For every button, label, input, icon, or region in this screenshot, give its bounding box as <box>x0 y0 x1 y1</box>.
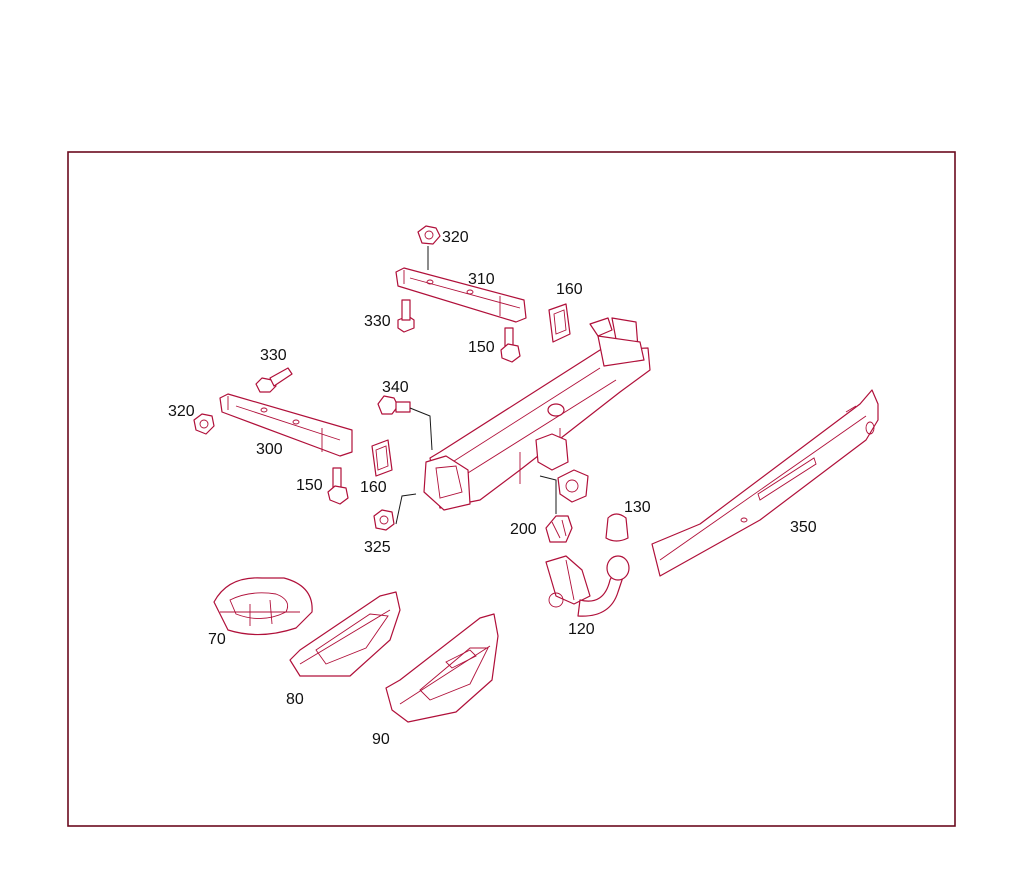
label-120: 120 <box>568 621 595 638</box>
label-80: 80 <box>286 691 304 708</box>
label-160-top: 160 <box>556 281 583 298</box>
label-325: 325 <box>364 539 391 556</box>
part-150-bolt-left[interactable] <box>327 467 349 505</box>
part-socket-housing[interactable] <box>557 469 589 503</box>
label-130: 130 <box>624 499 651 516</box>
part-310-side-member[interactable] <box>395 267 527 323</box>
part-160-bracket-top[interactable] <box>548 303 571 343</box>
part-80-tray[interactable] <box>289 591 401 677</box>
part-150-bolt-top[interactable] <box>500 327 521 363</box>
part-200-socket[interactable] <box>545 515 573 543</box>
label-90: 90 <box>372 731 390 748</box>
part-320-nut-top[interactable] <box>417 225 441 245</box>
label-70: 70 <box>208 631 226 648</box>
label-300: 300 <box>256 441 283 458</box>
part-120-tow-ball[interactable] <box>545 555 630 617</box>
leader-socket <box>539 475 557 514</box>
label-320-top: 320 <box>442 229 469 246</box>
leader-325 <box>395 493 417 525</box>
label-330-top: 330 <box>364 313 391 330</box>
label-150-top: 150 <box>468 339 495 356</box>
part-300-side-member[interactable] <box>219 393 353 457</box>
leader-340 <box>409 407 433 451</box>
label-310: 310 <box>468 271 495 288</box>
label-160-left: 160 <box>360 479 387 496</box>
part-330-bolt-left[interactable] <box>255 367 293 393</box>
part-cross-member[interactable] <box>423 317 651 511</box>
part-160-bracket-left[interactable] <box>371 439 393 477</box>
part-90-cover[interactable] <box>385 613 499 723</box>
diagram-frame <box>67 151 956 827</box>
part-325-nut[interactable] <box>373 509 395 531</box>
label-330-left: 330 <box>260 347 287 364</box>
part-350-bumper[interactable] <box>651 389 879 577</box>
label-320-left: 320 <box>168 403 195 420</box>
label-340: 340 <box>382 379 409 396</box>
part-320-nut-left[interactable] <box>193 413 215 435</box>
label-150-left: 150 <box>296 477 323 494</box>
label-350: 350 <box>790 519 817 536</box>
part-130-cap[interactable] <box>605 513 629 542</box>
label-200: 200 <box>510 521 537 538</box>
part-70-insert[interactable] <box>213 577 313 636</box>
part-340-bolt[interactable] <box>377 395 411 415</box>
part-330-bolt-top[interactable] <box>397 299 415 333</box>
